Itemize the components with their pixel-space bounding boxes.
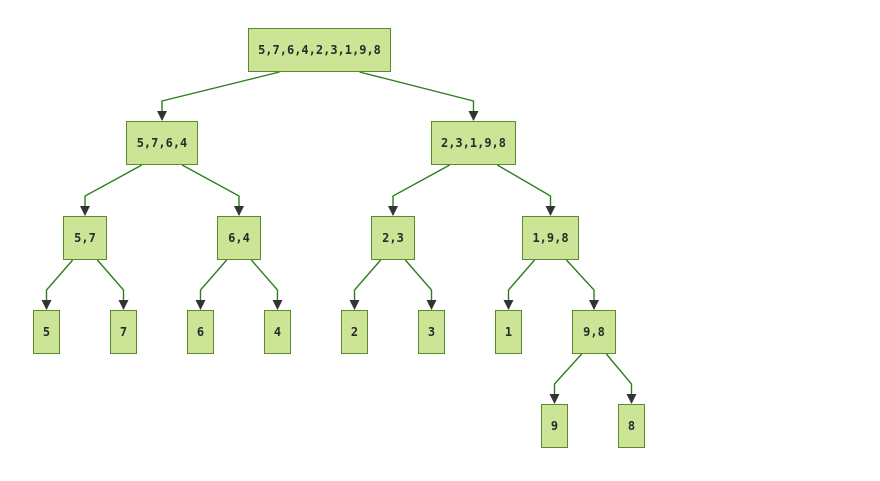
leaf-8: 8 [618, 404, 645, 448]
node-2-3: 2,3 [371, 216, 415, 260]
node-6-4: 6,4 [217, 216, 261, 260]
edge-n4-n9 [195, 259, 228, 310]
leaf-6: 6 [187, 310, 214, 354]
edge-n1-n3 [80, 164, 143, 216]
edge-n3-n8 [96, 259, 129, 310]
edge-n5-n11 [349, 259, 382, 310]
node-root: 5,7,6,4,2,3,1,9,8 [248, 28, 391, 72]
edge-n4-n10 [250, 259, 283, 310]
node-5-7: 5,7 [63, 216, 107, 260]
edge-n0-n2 [359, 71, 479, 121]
node-1-9-8: 1,9,8 [522, 216, 579, 260]
edge-n6-n14 [565, 259, 599, 310]
leaf-3: 3 [418, 310, 445, 354]
node-right-half: 2,3,1,9,8 [431, 121, 516, 165]
edge-n2-n5 [388, 164, 451, 216]
edge-n1-n4 [181, 164, 244, 216]
edge-n0-n1 [157, 71, 280, 121]
edge-n14-n16 [605, 353, 637, 404]
edge-n14-n15 [549, 353, 583, 404]
node-9-8: 9,8 [572, 310, 616, 354]
leaf-2: 2 [341, 310, 368, 354]
leaf-1: 1 [495, 310, 522, 354]
leaf-9: 9 [541, 404, 568, 448]
edge-n2-n6 [496, 164, 556, 216]
leaf-7: 7 [110, 310, 137, 354]
edge-n3-n7 [41, 259, 74, 310]
leaf-4: 4 [264, 310, 291, 354]
node-left-half: 5,7,6,4 [126, 121, 198, 165]
leaf-5: 5 [33, 310, 60, 354]
edge-n6-n13 [503, 259, 536, 310]
edge-n5-n12 [404, 259, 437, 310]
